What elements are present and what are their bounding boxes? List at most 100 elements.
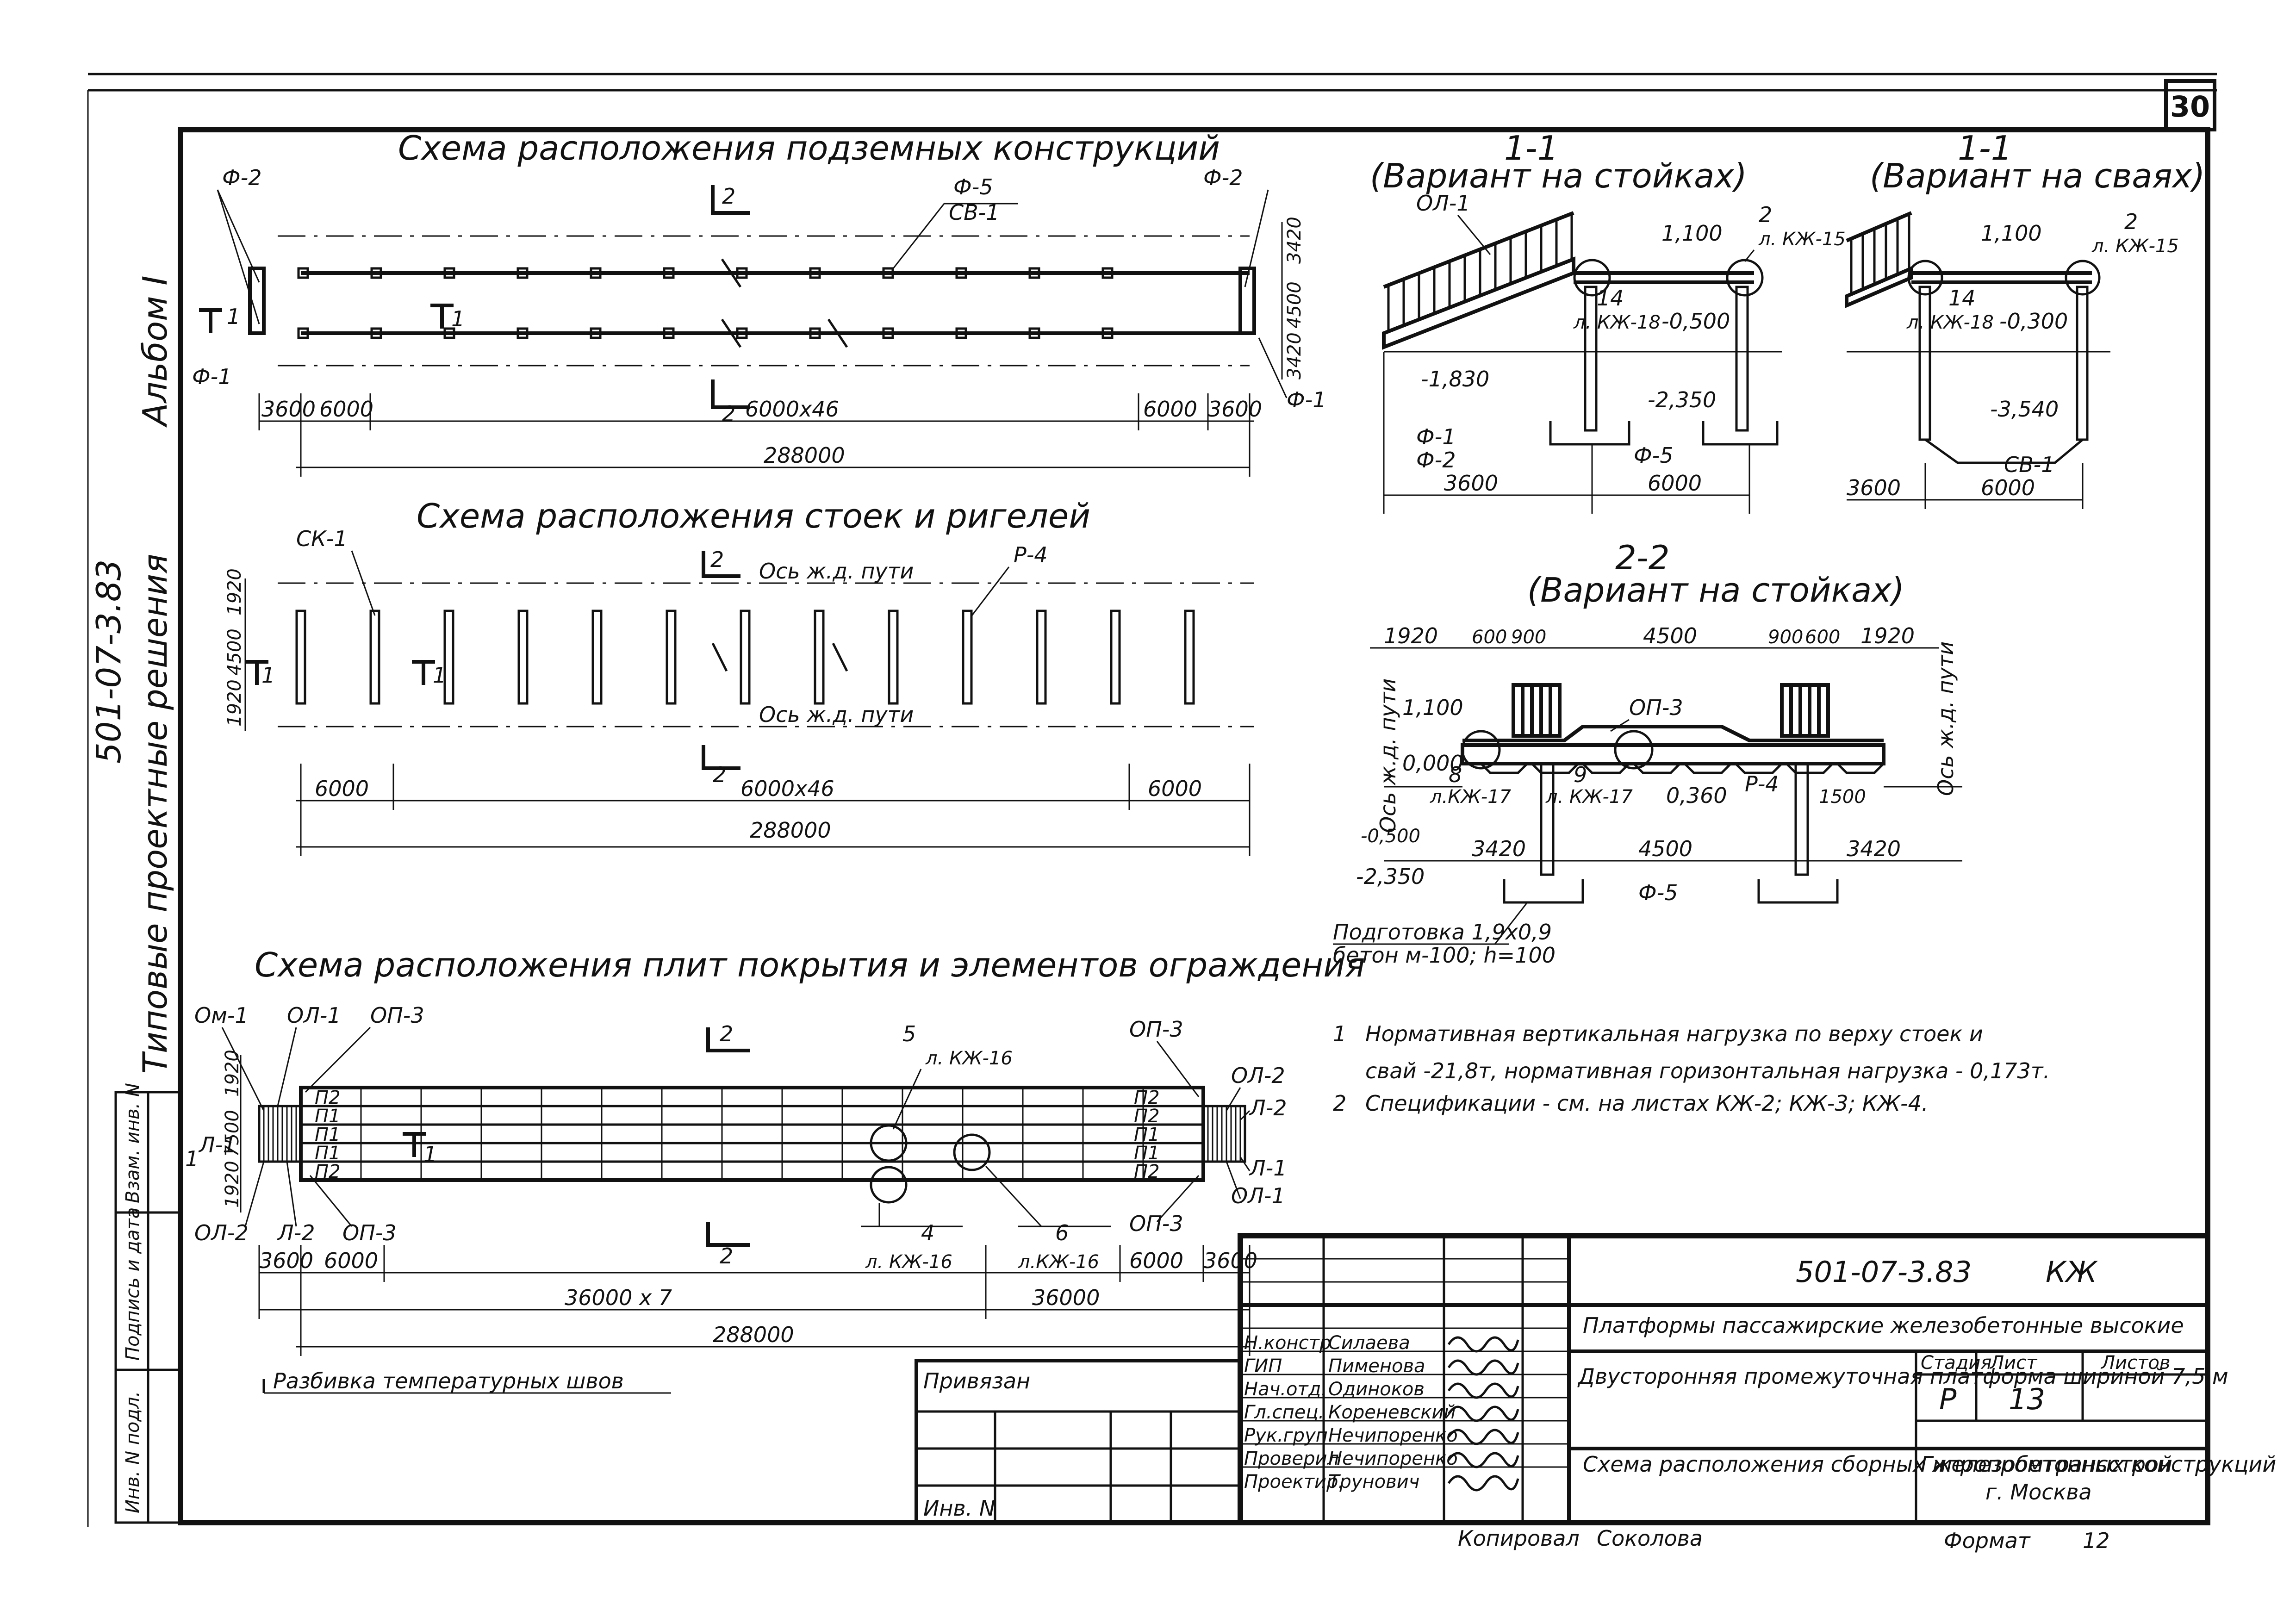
node-9-section22: 9 bbox=[1574, 762, 1587, 787]
sheet-number-box bbox=[2164, 79, 2216, 131]
node-5: 5 bbox=[902, 1021, 916, 1046]
node-circle-4 bbox=[870, 1166, 908, 1204]
dim-bot-4500: 4500 bbox=[1638, 836, 1692, 861]
column-post bbox=[369, 609, 380, 705]
label-op3-top-right: ОП-3 bbox=[1129, 1017, 1183, 1042]
signature-scribble bbox=[1447, 1429, 1519, 1445]
role-6: Проектир. bbox=[1244, 1471, 1344, 1492]
plan-columns-title: Схема расположения стоек и ригелей bbox=[417, 497, 1090, 535]
axis-right-section22: Ось ж.д. пути bbox=[1933, 641, 1958, 796]
underground-post-bottom bbox=[590, 327, 602, 339]
dim-36000x7-slabs: 36000 х 7 bbox=[565, 1285, 672, 1310]
node-14-ref-section11b: л. КЖ-18 bbox=[1906, 312, 1994, 333]
slab-p1-right-1: П1 bbox=[1134, 1124, 1160, 1145]
section-2-top-underground: 2 bbox=[722, 184, 735, 209]
drawing-name: Схема расположения сборных железобетонны… bbox=[1583, 1452, 2276, 1477]
plan-slabs-title: Схема расположения плит покрытия и элеме… bbox=[255, 945, 1365, 984]
label-axis-top: Ось ж.д. пути bbox=[759, 559, 914, 584]
section-11a-title: 1-1 bbox=[1504, 129, 1559, 168]
dim-v-1920-bot-slabs: 1920 bbox=[222, 1161, 243, 1208]
role-0: Н.констр bbox=[1244, 1332, 1331, 1354]
dim-top-1920-right: 1920 bbox=[1860, 623, 1915, 648]
dim-top-900-right: 900 bbox=[1768, 627, 1803, 648]
underground-posts bbox=[297, 267, 1114, 339]
node-9-ref-section22: л. КЖ-17 bbox=[1545, 786, 1633, 808]
org-city: г. Москва bbox=[1985, 1480, 2092, 1505]
underground-post-bottom bbox=[1101, 327, 1114, 339]
dim-6000-left-columns: 6000 bbox=[315, 776, 369, 801]
signatures bbox=[1447, 1336, 1519, 1492]
inv-label: Инв. N bbox=[923, 1496, 995, 1521]
dim-v-3420-top-underground: 3420 bbox=[1284, 217, 1305, 264]
role-3: Гл.спец. bbox=[1244, 1402, 1324, 1423]
section-2-bottom-slabs: 2 bbox=[720, 1244, 733, 1269]
slab-p1-right-2: П1 bbox=[1134, 1143, 1160, 1164]
dim-total-slabs: 288000 bbox=[713, 1322, 794, 1347]
node-circle-6 bbox=[953, 1133, 991, 1171]
copied-label: Копировал bbox=[1458, 1526, 1580, 1551]
name-3: Кореневский bbox=[1328, 1402, 1456, 1423]
column-post bbox=[295, 609, 306, 705]
label-f5-section11a: Ф-5 bbox=[1634, 443, 1673, 468]
label-op3-top-left: ОП-3 bbox=[370, 1003, 424, 1028]
underground-post-bottom bbox=[297, 327, 309, 339]
level-0360-section22: 0,360 bbox=[1666, 783, 1727, 808]
privyazan-label: Привязан bbox=[923, 1368, 1030, 1393]
slab-p1-left-3: П1 bbox=[315, 1143, 341, 1164]
label-axis-bottom: Ось ж.д. пути bbox=[759, 702, 914, 727]
level-1100-section22: 1,100 bbox=[1402, 695, 1463, 720]
doc-mark: КЖ bbox=[2046, 1255, 2098, 1289]
header-stage: Стадия bbox=[1921, 1352, 1991, 1374]
underground-post-top bbox=[590, 267, 602, 279]
stamp-inv-podl: Инв. N подл. bbox=[122, 1391, 143, 1513]
role-4: Рук.груп. bbox=[1244, 1425, 1334, 1446]
node-6-ref: л.КЖ-16 bbox=[1018, 1251, 1099, 1273]
plan-underground: Схема расположения подземных конструкций… bbox=[192, 129, 1326, 477]
dim-6000-section11b: 6000 bbox=[1981, 475, 2035, 500]
underground-post-bottom bbox=[882, 327, 894, 339]
slab-p1-left-1: П1 bbox=[315, 1106, 341, 1127]
column-post bbox=[1036, 609, 1047, 705]
label-f2-right: Ф-2 bbox=[1203, 165, 1243, 190]
slab-rib bbox=[1786, 763, 1834, 774]
label-op3-bot-left: ОП-3 bbox=[342, 1220, 397, 1245]
signature-scribble bbox=[1447, 1405, 1519, 1422]
node-6: 6 bbox=[1055, 1220, 1069, 1245]
level-0300-section11b: -0,300 bbox=[1999, 309, 2068, 334]
name-5: Нечипоренко bbox=[1328, 1448, 1458, 1469]
dim-span-columns: 6000х46 bbox=[740, 776, 834, 801]
label-ol2-left: ОЛ-2 bbox=[194, 1220, 249, 1245]
title-block: Привязан Инв. N 501-07-3.83 КЖ Платформы… bbox=[915, 1233, 2276, 1553]
level-1830-section11a: -1,830 bbox=[1421, 367, 1489, 392]
name-2: Одиноков bbox=[1328, 1379, 1425, 1400]
label-f1-section11a: Ф-1 bbox=[1416, 424, 1456, 449]
column-post bbox=[1184, 609, 1195, 705]
node-14-ref-section11a: л. КЖ-18 bbox=[1573, 312, 1661, 333]
note-1-text-cont: свай -21,8т, нормативная горизонтальная … bbox=[1365, 1058, 2050, 1083]
label-f5-section22: Ф-5 bbox=[1638, 880, 1678, 905]
label-ol1-right: ОЛ-1 bbox=[1231, 1183, 1285, 1208]
underground-post-top bbox=[663, 267, 675, 279]
series-subtitle: Типовые проектные решения bbox=[136, 554, 174, 1074]
t1-slabs: 1 bbox=[423, 1142, 437, 1167]
slab-p2-left-bot: П2 bbox=[315, 1161, 341, 1182]
node-14-section11b: 14 bbox=[1948, 286, 1976, 311]
role-1: ГИП bbox=[1244, 1356, 1282, 1377]
slab-p2-right-2: П2 bbox=[1134, 1106, 1160, 1127]
label-ol1-section11a: ОЛ-1 bbox=[1416, 191, 1470, 216]
rail-bars bbox=[1521, 685, 1821, 736]
level-0500-section22: -0,500 bbox=[1361, 826, 1420, 847]
dim-3600-section11b: 3600 bbox=[1847, 475, 1901, 500]
section-1-1-piles: 1-1 (Вариант на сваях) 2 л. КЖ-15 1,100 … bbox=[1845, 129, 2205, 509]
level-1100-section11b: 1,100 bbox=[1981, 221, 2042, 246]
label-l2-right: Л-2 bbox=[1249, 1095, 1287, 1120]
name-4: Нечипоренко bbox=[1328, 1425, 1458, 1446]
dim-6000-right-slabs: 6000 bbox=[1129, 1248, 1183, 1273]
role-2: Нач.отд. bbox=[1244, 1379, 1327, 1400]
dim-top-600-left: 600 bbox=[1472, 627, 1507, 648]
subject-name: Двусторонняя промежуточная платформа шир… bbox=[1577, 1364, 2228, 1389]
stair-rails bbox=[1387, 213, 1573, 332]
dim-v-1920-bot-columns: 1920 bbox=[224, 679, 245, 727]
prep-line-2: бетон м-100; h=100 bbox=[1333, 943, 1556, 968]
section-1-underground: 1 bbox=[227, 304, 240, 329]
